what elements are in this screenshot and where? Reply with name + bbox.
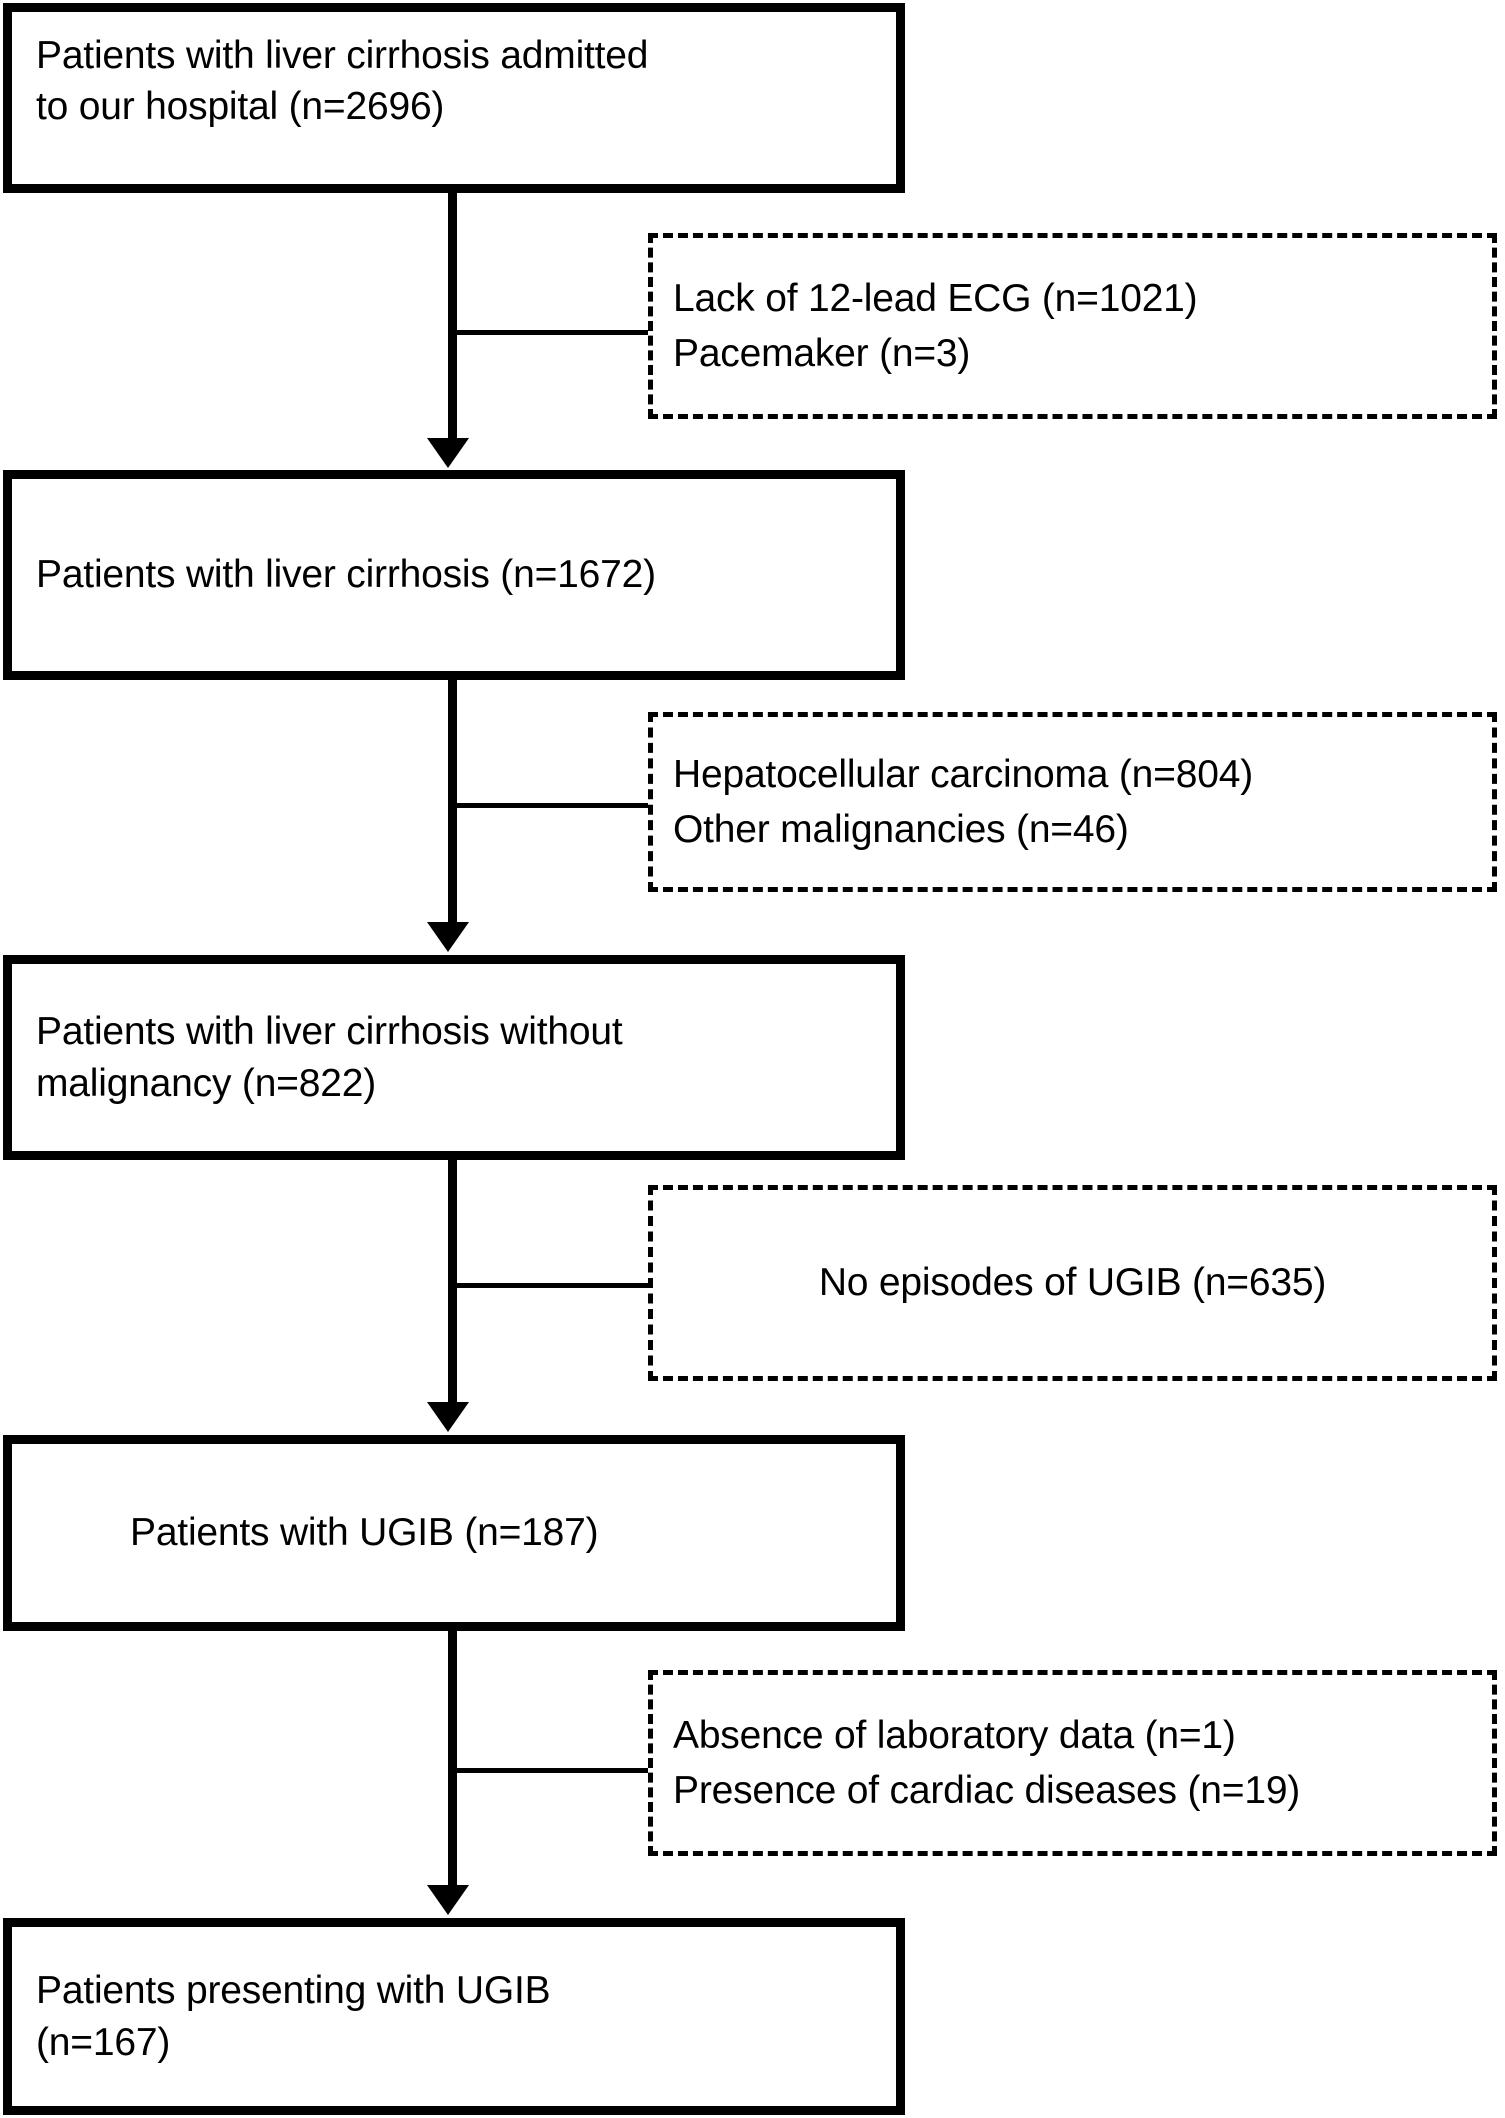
connector-stem-1 <box>448 192 457 440</box>
exclusion-box-4-line-1: Absence of laboratory data (n=1) <box>673 1713 1236 1757</box>
connector-branch-4 <box>455 1768 653 1773</box>
exclusion-box-1-line-1: Lack of 12-lead ECG (n=1021) <box>673 276 1198 320</box>
connector-stem-3 <box>448 1160 457 1405</box>
exclusion-box-3-line-1: No episodes of UGIB (n=635) <box>818 1261 1327 1305</box>
flow-node-3-label: Patients with liver cirrhosis without ma… <box>36 1010 623 1105</box>
exclusion-box-1-line-2: Pacemaker (n=3) <box>673 332 971 375</box>
connector-arrow-2 <box>427 922 469 952</box>
connector-arrow-1 <box>427 438 469 468</box>
exclusion-box-2-line-1: Hepatocellular carcinoma (n=804) <box>673 752 1253 796</box>
flow-node-2-label: Patients with liver cirrhosis (n=1672) <box>36 553 656 597</box>
flow-node-1: Patients with liver cirrhosis admitted t… <box>3 3 905 193</box>
exclusion-box-4: Absence of laboratory data (n=1) Presenc… <box>648 1670 1497 1856</box>
exclusion-box-4-line-2: Presence of cardiac diseases (n=19) <box>673 1769 1301 1812</box>
flow-node-2: Patients with liver cirrhosis (n=1672) <box>3 470 905 680</box>
flow-node-5-label: Patients presenting with UGIB (n=167) <box>36 1969 551 2064</box>
connector-stem-4 <box>448 1631 457 1887</box>
flow-node-5: Patients presenting with UGIB (n=167) <box>3 1918 905 2115</box>
exclusion-box-3: No episodes of UGIB (n=635) <box>648 1185 1497 1381</box>
flow-node-3: Patients with liver cirrhosis without ma… <box>3 955 905 1160</box>
connector-stem-2 <box>448 680 457 925</box>
flow-node-1-label: Patients with liver cirrhosis admitted t… <box>36 34 649 129</box>
exclusion-box-2-line-2: Other malignancies (n=46) <box>673 808 1129 851</box>
exclusion-box-2: Hepatocellular carcinoma (n=804) Other m… <box>648 712 1497 892</box>
connector-branch-2 <box>455 803 653 808</box>
connector-branch-3 <box>455 1283 653 1288</box>
flow-node-4-label: Patients with UGIB (n=187) <box>130 1511 599 1555</box>
connector-branch-1 <box>455 330 653 335</box>
connector-arrow-4 <box>427 1885 469 1915</box>
flow-node-4: Patients with UGIB (n=187) <box>3 1435 905 1631</box>
connector-arrow-3 <box>427 1402 469 1432</box>
exclusion-box-1: Lack of 12-lead ECG (n=1021) Pacemaker (… <box>648 233 1497 419</box>
